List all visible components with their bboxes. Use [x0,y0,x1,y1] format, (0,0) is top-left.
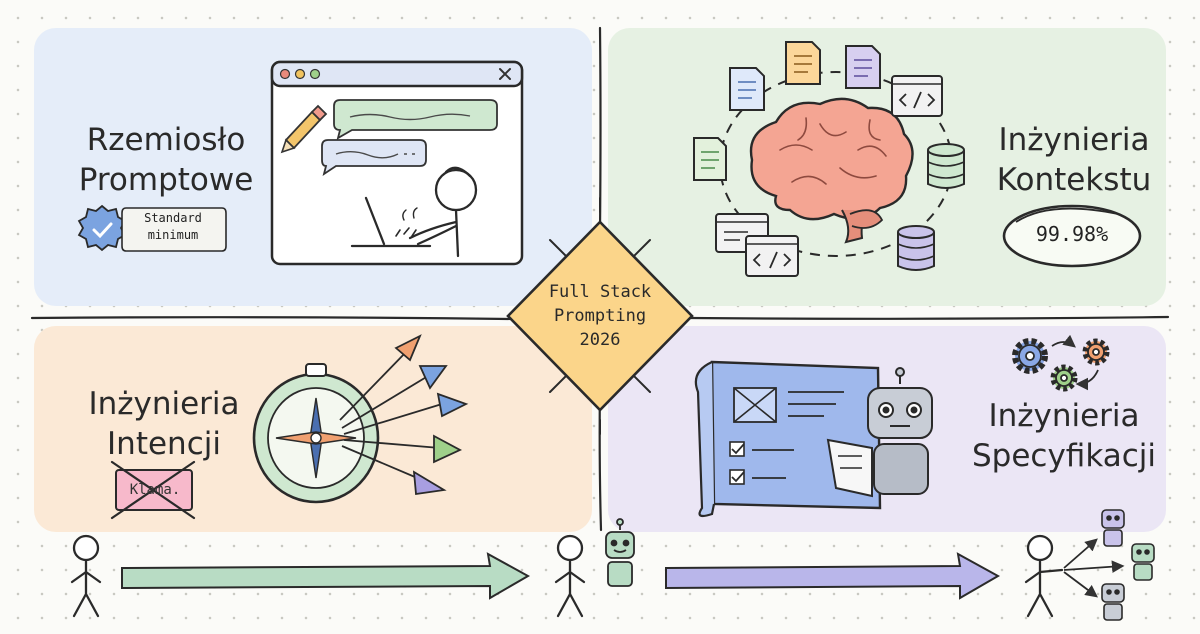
standard-badge-label: Standard minimum [128,210,218,244]
title-prompt-craft: Rzemiosło Promptowe [66,120,266,200]
delegation-arrows [1063,538,1125,598]
arrow-icon [339,334,469,496]
title-intent-engineering: Inżynieria Intencji [64,384,264,464]
typing-person-icon [350,166,478,258]
accuracy-percent: 99.98% [1035,222,1109,246]
badge-line: Standard [144,211,202,225]
title-line: Inżynieria [988,398,1140,434]
stick-figure-icon [70,534,102,618]
robot-icon [1131,543,1155,581]
code-window-icon [891,75,943,117]
crossed-ad-label: Klama. [129,482,181,498]
robot-icon [1101,509,1125,547]
compass-icon [252,363,380,504]
center-line: Full Stack [548,282,652,302]
document-icon [729,67,765,111]
robot-icon [826,367,933,498]
database-icon [927,143,965,189]
center-title: Full Stack Prompting 2026 [530,280,670,352]
title-line: Rzemiosło [86,122,246,158]
database-icon [897,225,935,271]
green-progress-arrow [121,552,531,600]
document-icon [785,41,821,85]
center-line: Prompting [553,306,647,326]
robot-icon [1101,583,1125,621]
stick-figure-icon [554,534,586,618]
title-line: Promptowe [78,162,254,198]
code-window-icon [745,235,799,277]
standard-badge-frame [121,207,227,252]
verified-badge-icon [77,204,127,252]
center-line: 2026 [579,330,621,350]
title-spec-engineering: Inżynieria Specyfikacji [944,396,1184,476]
crossed-ad-icon [110,460,196,520]
title-line: Inżynieria [88,386,240,422]
gear-icon [1012,334,1110,392]
document-icon [845,45,881,89]
robot-icon [605,518,635,587]
pencil-icon [280,104,328,154]
brain-icon [749,97,914,244]
title-line: Intencji [107,426,221,462]
title-context-engineering: Inżynieria Kontekstu [974,120,1174,200]
center-star [506,197,694,435]
badge-line: minimum [147,228,199,242]
title-line: Specyfikacji [971,438,1157,474]
stick-figure-icon [1024,534,1064,618]
purple-progress-arrow [665,552,1001,600]
blueprint-icon [694,360,882,518]
title-line: Inżynieria [998,122,1150,158]
document-icon [693,137,727,181]
browser-window-icon [270,60,524,266]
title-line: Kontekstu [996,162,1152,198]
percent-circle [1002,204,1142,268]
